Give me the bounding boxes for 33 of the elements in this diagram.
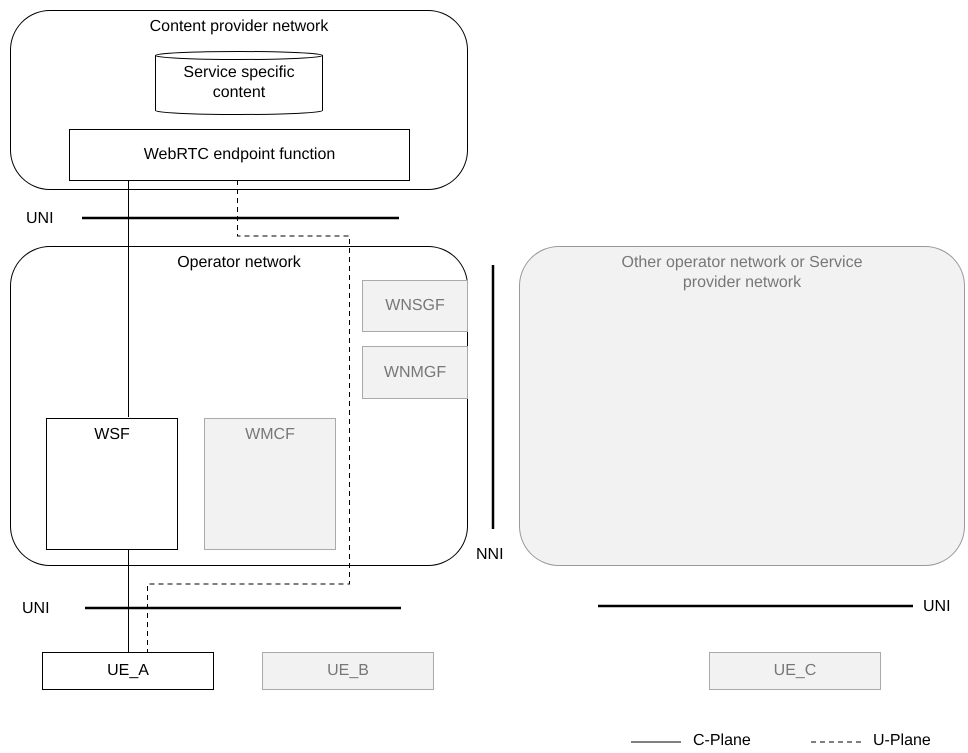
network-title: Operator network [176,253,302,273]
node-label: WSF [93,425,131,445]
function-box [46,418,178,550]
network-title: Content provider network [148,17,330,37]
network-area [519,246,965,566]
node-label: UE_C [772,661,818,681]
node-label: UE_A [106,661,150,681]
function-box [362,280,468,332]
network-area [10,246,468,566]
connector-line [147,180,350,652]
network-title: Other operator network or Service provider network [620,253,864,293]
legend-label: U-Plane [873,731,931,751]
function-box [362,346,468,399]
legend-label: C-Plane [693,731,751,751]
network-area [10,10,468,190]
node-label: Service specific content [182,63,296,103]
interface-label: UNI [22,599,50,619]
interface-label: UNI [923,597,951,617]
interface-label: UNI [26,209,54,229]
function-box [262,652,434,690]
connector-line [128,180,129,418]
node-label: WNMGF [382,362,448,382]
interface-label: NNI [476,545,504,565]
node-label: UE_B [326,661,370,681]
function-box [42,652,214,690]
function-box [69,129,410,181]
connector-line [128,548,129,652]
database-cylinder [155,51,323,115]
node-label: WNSGF [384,296,446,316]
node-label: WMCF [244,425,296,445]
function-box [204,418,336,550]
node-label: WebRTC endpoint function [142,145,336,165]
function-box [709,652,881,690]
